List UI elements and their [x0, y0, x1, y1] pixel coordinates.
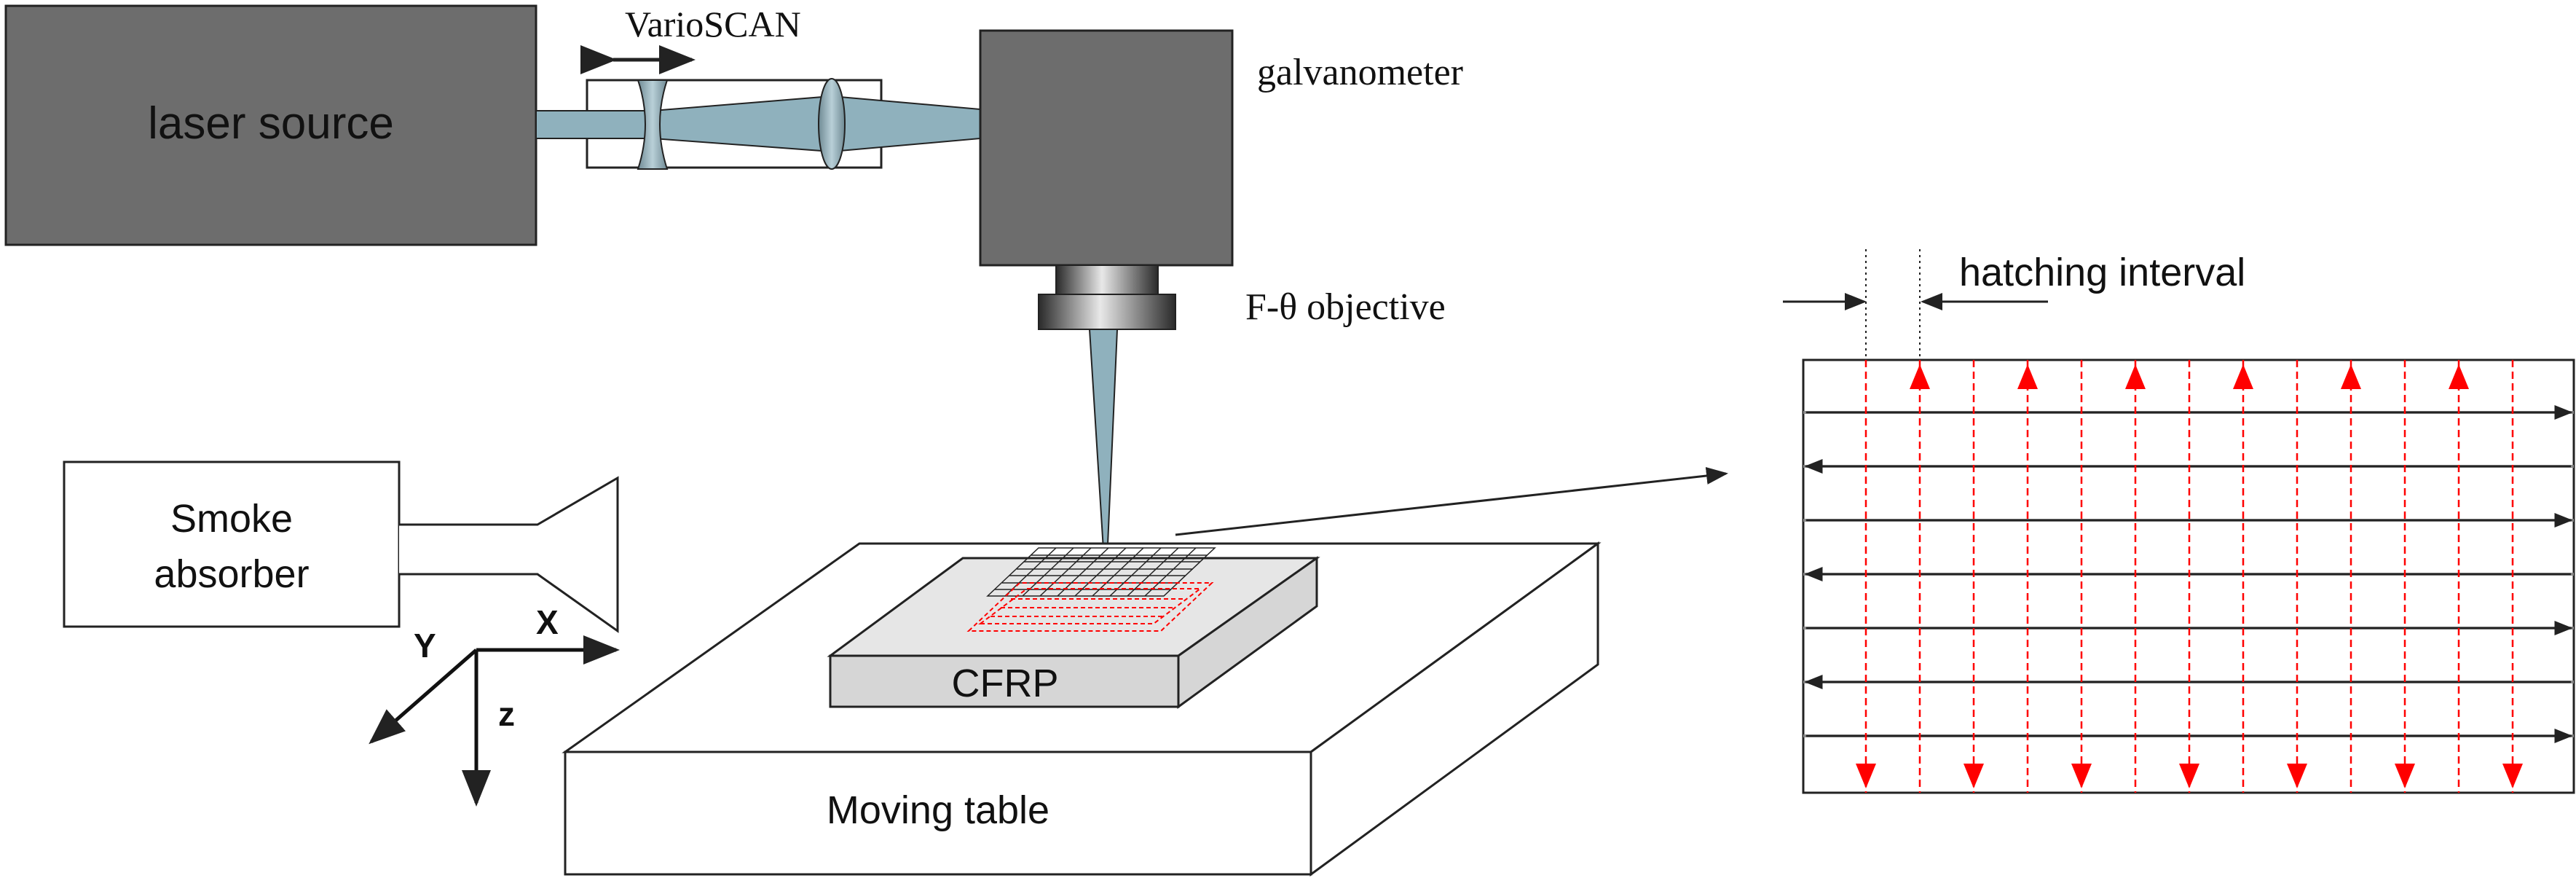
focused-laser-beam	[1088, 329, 1119, 562]
scan-down-arrowhead	[2502, 764, 2523, 788]
sample-scan-area-red	[966, 582, 1214, 632]
laser-source: laser source	[4, 4, 537, 246]
f-theta-objective: F-θ objective	[1038, 264, 1446, 330]
f-theta-objective-label: F-θ objective	[1245, 286, 1446, 328]
cfrp-sample: CFRP	[827, 547, 1320, 709]
scan-down-arrowhead	[2287, 764, 2307, 788]
scan-down-arrowhead	[1856, 764, 1876, 788]
laser-beam-converging	[831, 95, 981, 153]
galvanometer: galvanometer	[979, 29, 1463, 267]
scan-down-arrowhead	[1963, 764, 1984, 788]
sample-hatch-grid	[986, 547, 1216, 597]
laser-beam-expanding	[652, 95, 832, 153]
scan-down-arrowhead	[2071, 764, 2092, 788]
scan-up-arrowhead	[1910, 364, 1930, 389]
coordinate-axes: X Y z	[369, 603, 620, 807]
scan-up-arrowhead	[2449, 364, 2469, 389]
zoom-pointer-arrow	[1175, 467, 1728, 536]
moving-table-label: Moving table	[827, 788, 1049, 832]
laser-beam-entry	[535, 110, 653, 139]
galvanometer-label: galvanometer	[1257, 52, 1463, 93]
scan-up-arrowhead	[2017, 364, 2038, 389]
axis-y-label: Y	[414, 627, 436, 664]
vertical-scan-lines	[1864, 360, 2514, 793]
laser-source-label: laser source	[148, 98, 394, 149]
axis-x-label: X	[536, 603, 559, 641]
axis-z-label: z	[498, 695, 515, 733]
axis-y-arrow	[369, 648, 478, 745]
convex-lens	[818, 78, 846, 170]
scan-up-arrowhead	[2125, 364, 2146, 389]
concave-lens	[637, 79, 669, 170]
smoke-absorber-label-line1: Smoke	[170, 497, 293, 541]
scan-down-arrowhead	[2395, 764, 2415, 788]
smoke-absorber: Smoke absorber	[63, 460, 619, 633]
hatching-pattern-detail: hatching interval	[1783, 249, 2575, 794]
scan-down-arrowhead	[2179, 764, 2199, 788]
scan-up-arrowhead	[2233, 364, 2253, 389]
scan-up-arrowhead	[2341, 364, 2361, 389]
red-up-arrows	[1910, 364, 2469, 389]
varioscan-label: VarioSCAN	[625, 4, 801, 44]
varioscan-optics: VarioSCAN	[535, 4, 981, 170]
red-down-arrows	[1856, 764, 2523, 788]
cfrp-label: CFRP	[952, 662, 1059, 705]
smoke-absorber-label-line2: absorber	[154, 552, 309, 596]
hatching-interval-label: hatching interval	[1959, 251, 2245, 294]
